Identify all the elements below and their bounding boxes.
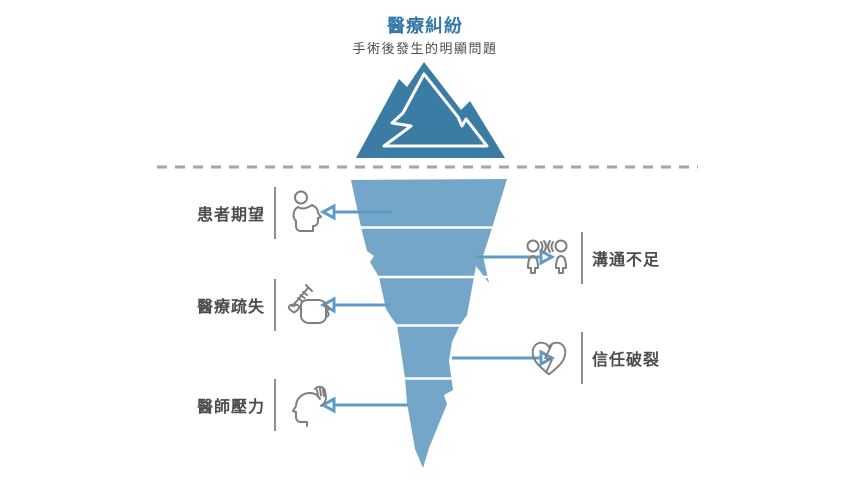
label-group-communication: 溝通不足 xyxy=(522,232,660,284)
label-group-doctor-stress: 醫師壓力 xyxy=(197,379,329,431)
iceberg-below-water xyxy=(351,179,507,468)
page-title: 醫療糾紛 xyxy=(387,16,463,37)
label-divider xyxy=(581,232,583,284)
label-divider xyxy=(274,279,277,331)
label-divider xyxy=(274,379,277,431)
page-subtitle: 手術後發生的明顯問題 xyxy=(352,42,498,57)
fist-syringe-icon xyxy=(285,281,331,329)
arrow-medical-error xyxy=(319,296,390,314)
label-group-trust-break: 信任破裂 xyxy=(526,332,660,384)
arrow-patient-expectation xyxy=(319,203,392,221)
mountain-outline-icon xyxy=(382,72,489,148)
label-divider xyxy=(274,187,277,239)
label-doctor-stress: 醫師壓力 xyxy=(197,397,266,416)
label-trust-break: 信任破裂 xyxy=(592,350,661,369)
label-group-medical-error: 醫療疏失 xyxy=(197,279,331,331)
expectation-head-icon xyxy=(285,189,329,237)
broken-heart-icon xyxy=(526,335,572,381)
label-medical-error: 醫療疏失 xyxy=(197,297,266,316)
stressed-head-icon xyxy=(285,381,329,429)
talking-people-icon xyxy=(522,236,572,280)
label-patient-expectation: 患者期望 xyxy=(197,205,266,224)
label-divider xyxy=(581,332,583,384)
label-group-patient-expectation: 患者期望 xyxy=(197,187,329,239)
arrow-doctor-stress xyxy=(319,396,408,414)
label-communication: 溝通不足 xyxy=(592,250,661,269)
iceberg-above-water xyxy=(356,62,505,158)
